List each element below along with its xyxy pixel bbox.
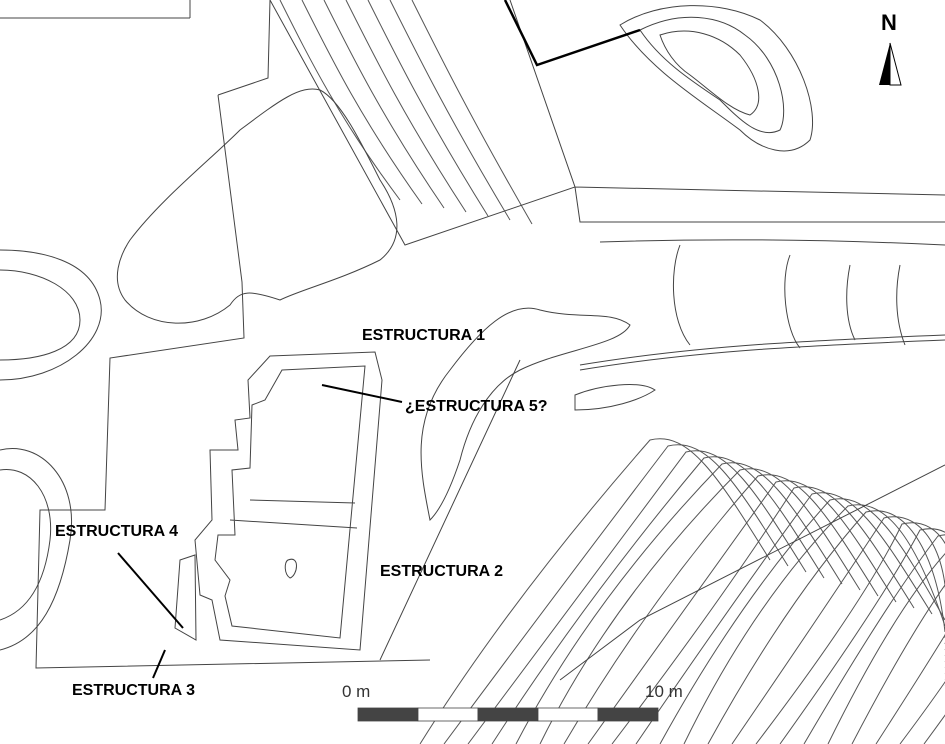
excavation-boundary xyxy=(0,0,431,669)
blob-top-left xyxy=(116,88,398,324)
contour-line xyxy=(683,504,945,744)
contour-line xyxy=(923,685,945,744)
estructura-1-outline xyxy=(420,307,656,522)
contour-line xyxy=(635,492,933,744)
contour-line xyxy=(611,486,915,744)
scale-segment xyxy=(417,707,479,722)
contour-line xyxy=(731,516,945,744)
scale-end-label: 10 m xyxy=(645,682,683,701)
label-estructura-5: ¿ESTRUCTURA 5? xyxy=(405,398,548,415)
contour-line xyxy=(851,584,945,744)
scale-start-label: 0 m xyxy=(342,682,371,701)
label-estructura-3: ESTRUCTURA 3 xyxy=(72,682,195,699)
estructura-2-inner xyxy=(284,558,297,579)
blob-bottom-left xyxy=(0,448,72,651)
leader-lines xyxy=(117,384,403,679)
contour-line xyxy=(707,510,945,744)
contour-line xyxy=(779,528,945,744)
north-label: N xyxy=(881,10,897,35)
estructura-3-feature xyxy=(174,554,197,641)
contour-lines xyxy=(279,0,945,744)
contour-line xyxy=(323,0,445,209)
contour-line xyxy=(491,456,825,744)
contour-line xyxy=(345,0,467,213)
leader-estructura-5 xyxy=(321,384,403,403)
scale-segment xyxy=(357,707,419,722)
leader-estructura-4 xyxy=(117,552,184,629)
contour-line xyxy=(875,634,945,744)
scale-segment xyxy=(477,707,539,722)
trench-north xyxy=(269,0,945,246)
contour-line xyxy=(367,0,489,217)
north-arrow-icon xyxy=(879,42,902,86)
contour-line xyxy=(279,0,401,201)
site-features xyxy=(0,0,945,681)
scale-segment xyxy=(537,707,599,722)
contour-line xyxy=(301,0,423,205)
contour-line xyxy=(515,462,843,744)
leader-estructura-3 xyxy=(152,649,166,679)
contour-line xyxy=(563,474,879,744)
scale-bar xyxy=(357,707,659,722)
contour-line xyxy=(389,0,511,221)
blob-left xyxy=(0,249,102,381)
label-estructura-1: ESTRUCTURA 1 xyxy=(362,327,485,344)
diagonal-road xyxy=(379,359,945,681)
east-path xyxy=(579,239,945,371)
contour-line xyxy=(467,450,807,744)
contour-line xyxy=(899,679,945,744)
contour-line xyxy=(539,468,861,744)
label-estructura-2: ESTRUCTURA 2 xyxy=(380,563,503,580)
contour-line xyxy=(659,498,945,744)
estructura-2-outline xyxy=(194,351,383,651)
scale-segment xyxy=(597,707,659,722)
contour-line xyxy=(419,438,771,744)
label-estructura-4: ESTRUCTURA 4 xyxy=(55,523,178,540)
contour-line xyxy=(827,553,945,744)
contour-line xyxy=(755,522,945,744)
contour-line xyxy=(587,480,897,744)
contour-line xyxy=(411,0,533,225)
contour-line xyxy=(803,534,945,744)
dark-trench-line xyxy=(503,0,641,67)
hill-top xyxy=(619,5,814,152)
contour-line xyxy=(443,444,789,744)
